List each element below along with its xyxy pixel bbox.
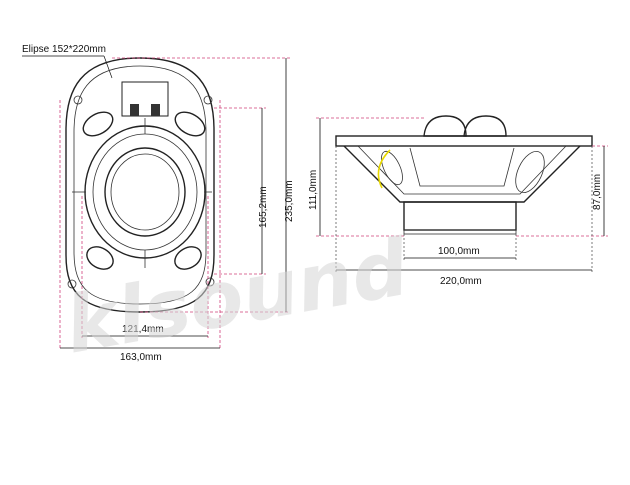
vent-top-right xyxy=(174,111,206,137)
side-view: 111,0mm 87,0mm 100,0mm 220,0mm xyxy=(308,115,608,287)
vent-bottom-left xyxy=(86,246,114,270)
mount-flange xyxy=(335,135,593,147)
lead-wire xyxy=(377,149,391,189)
terminal-block xyxy=(121,81,169,117)
ellipse-size-label: Elipse 152*220mm xyxy=(22,44,106,55)
total-depth-label: 111,0mm xyxy=(308,170,319,210)
magnet-assembly xyxy=(403,201,517,231)
mount-depth-label: 87,0mm xyxy=(592,174,603,210)
mount-hole-top-right xyxy=(203,95,213,105)
tweeter-right xyxy=(463,115,507,137)
cone-body xyxy=(104,147,186,237)
basket-inner-outline xyxy=(357,145,567,195)
inner-width-label: 121,4mm xyxy=(122,324,164,335)
speaker-frame-inner-rim xyxy=(73,65,207,305)
tweeter-left xyxy=(423,115,467,137)
hole-height-label: 165,2mm xyxy=(258,186,269,228)
front-view: Elipse 152*220mm xyxy=(22,44,295,363)
terminal-positive xyxy=(130,104,139,116)
mount-hole-bottom-right xyxy=(205,277,215,287)
cone-surround xyxy=(84,125,206,259)
terminal-negative xyxy=(151,104,160,116)
mount-hole-top-left xyxy=(73,95,83,105)
cone-profile xyxy=(409,147,515,187)
magnet-width-label: 100,0mm xyxy=(438,246,480,257)
outer-height-label: 235,0mm xyxy=(284,180,295,222)
watermark-logo: klsound xyxy=(59,223,416,372)
vent-bottom-right xyxy=(174,246,202,270)
cone-inner-edge xyxy=(110,153,180,231)
outer-width-label: 163,0mm xyxy=(120,352,162,363)
vent-top-left xyxy=(82,111,114,137)
magnet-back-plate xyxy=(403,229,517,235)
ellipse-label-leader xyxy=(103,55,113,79)
mount-hole-bottom-left xyxy=(67,279,77,289)
side-vent-left xyxy=(381,150,403,186)
frame-width-label: 220,0mm xyxy=(440,276,482,287)
side-vent-right xyxy=(515,151,545,193)
cone-outer-edge xyxy=(92,133,198,251)
